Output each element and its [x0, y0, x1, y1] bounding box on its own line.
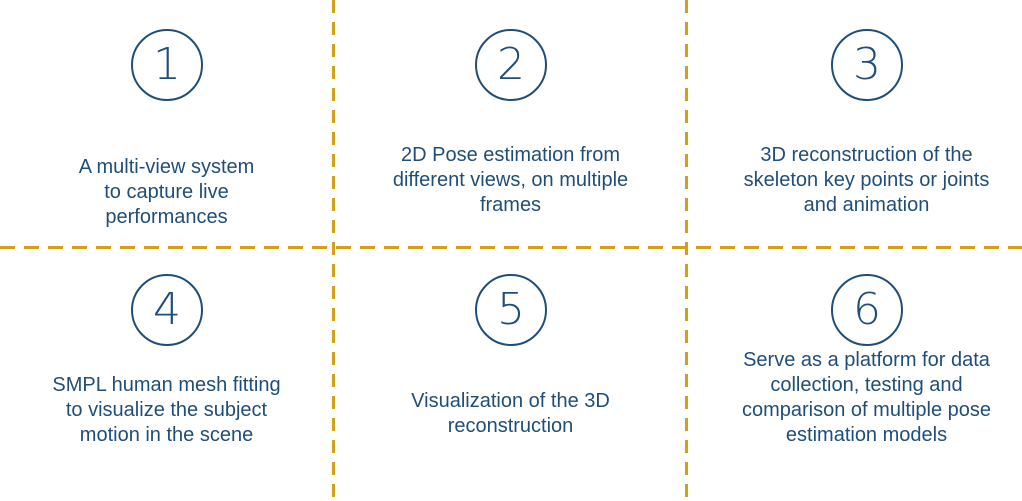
step-number-badge: 4 — [131, 274, 203, 346]
vertical-divider-2 — [685, 0, 688, 501]
step-number-badge: 1 — [131, 29, 203, 101]
step-description: SMPL human mesh fitting to visualize the… — [52, 374, 281, 446]
step-number-badge: 5 — [475, 274, 547, 346]
step-1: 1 A multi-view system to capture live pe… — [0, 0, 333, 246]
step-number-badge: 3 — [831, 29, 903, 101]
horizontal-divider — [0, 246, 1022, 249]
step-description: Visualization of the 3D reconstruction — [411, 390, 610, 437]
step-6: 6 Serve as a platform for data collectio… — [700, 249, 1022, 501]
step-3: 3 3D reconstruction of the skeleton key … — [700, 0, 1022, 246]
vertical-divider-1 — [332, 0, 335, 501]
step-description: A multi-view system to capture live perf… — [78, 156, 255, 228]
step-4: 4 SMPL human mesh fitting to visualize t… — [0, 249, 333, 501]
step-5: 5 Visualization of the 3D reconstruction — [344, 249, 677, 501]
step-description: Serve as a platform for data collection,… — [741, 349, 991, 446]
step-2: 2 2D Pose estimation from different view… — [344, 0, 677, 246]
step-description: 2D Pose estimation from different views,… — [392, 144, 629, 216]
step-number-badge: 2 — [475, 29, 547, 101]
step-number-badge: 6 — [831, 274, 903, 346]
step-description: 3D reconstruction of the skeleton key po… — [743, 144, 990, 216]
